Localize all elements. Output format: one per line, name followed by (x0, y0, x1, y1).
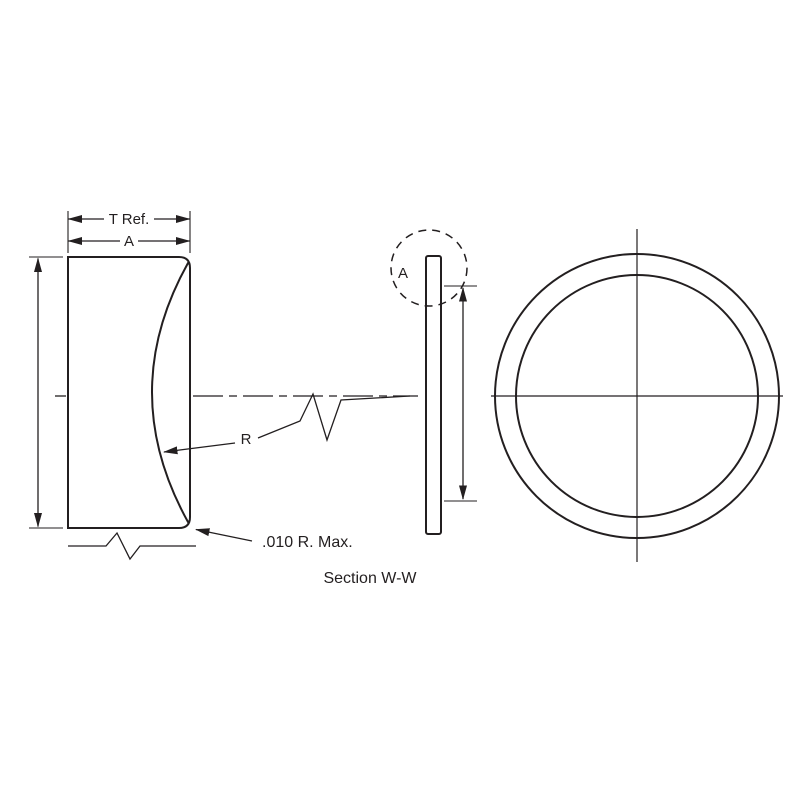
detail-marker-label: A (398, 265, 408, 282)
corner-radius-label: .010 R. Max. (262, 534, 353, 551)
inner-diameter-dimension (444, 285, 477, 502)
bottom-break-line (68, 531, 196, 561)
a-dim-label: A (124, 233, 134, 250)
radius-leader: R (163, 392, 411, 455)
detail-circle-outline (390, 229, 468, 307)
detail-circle: A (390, 229, 468, 307)
section-outline (67, 256, 191, 529)
corner-radius-callout: .010 R. Max. (195, 528, 353, 551)
section-view (67, 256, 191, 529)
radius-arrow (163, 442, 236, 455)
lens-curve (151, 262, 189, 523)
height-dimension (29, 256, 63, 529)
front-view (491, 229, 783, 562)
edge-view-outline (425, 255, 442, 535)
leader-break-zigzag (257, 392, 411, 443)
radius-label: R (241, 431, 252, 448)
corner-radius-arrow (195, 528, 253, 542)
t-ref-label: T Ref. (109, 211, 150, 228)
top-dimensions: T Ref. A (67, 211, 191, 253)
section-caption: Section W-W (323, 570, 417, 587)
